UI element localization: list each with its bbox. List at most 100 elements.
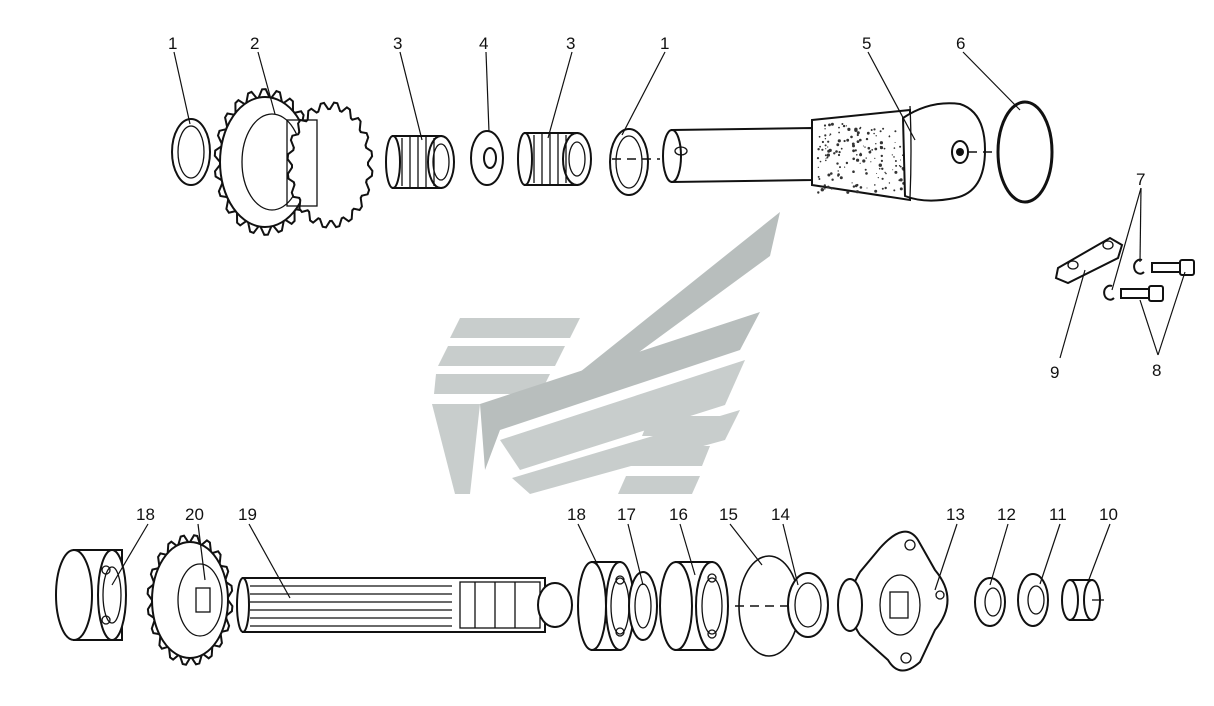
texture-speck: [836, 144, 839, 147]
texture-speck: [830, 172, 833, 175]
lock-plate-icon: [1054, 236, 1124, 285]
needle-bearing-icon: [385, 135, 455, 189]
washer-icon: [470, 130, 504, 186]
texture-speck: [830, 187, 833, 190]
texture-speck: [898, 165, 901, 167]
texture-speck: [824, 144, 827, 147]
texture-speck: [839, 176, 843, 180]
texture-speck: [871, 149, 874, 151]
callout-label: 10: [1099, 505, 1118, 524]
texture-speck: [847, 127, 851, 131]
callout-label: 19: [238, 505, 257, 524]
texture-speck: [859, 186, 863, 189]
texture-speck: [837, 153, 841, 157]
callout-label: 1: [168, 34, 177, 53]
texture-speck: [879, 141, 884, 145]
texture-speck: [856, 133, 859, 137]
texture-speck: [844, 166, 846, 168]
texture-speck: [854, 149, 857, 152]
callout-label: 16: [669, 505, 688, 524]
texture-speck: [823, 184, 826, 187]
texture-speck: [818, 135, 821, 138]
splined-shaft-icon: [236, 577, 573, 633]
texture-speck: [854, 184, 858, 188]
callout-label: 18: [136, 505, 155, 524]
callout-label: 15: [719, 505, 738, 524]
texture-speck: [820, 188, 824, 192]
texture-speck: [882, 127, 885, 130]
texture-speck: [857, 184, 859, 186]
texture-speck: [893, 147, 896, 149]
ball-bearing-icon: [55, 549, 127, 641]
texture-speck: [836, 150, 838, 152]
texture-speck: [888, 182, 891, 184]
texture-speck: [817, 166, 819, 168]
circlip-icon: [735, 555, 800, 657]
texture-speck: [854, 127, 858, 131]
texture-speck: [840, 147, 843, 150]
texture-speck: [817, 191, 820, 194]
texture-speck: [829, 133, 832, 136]
texture-speck: [837, 170, 839, 172]
ring-icon: [609, 128, 660, 196]
texture-speck: [856, 158, 860, 162]
o-ring-icon: [996, 100, 1054, 204]
callout-label: 6: [956, 34, 965, 53]
texture-speck: [884, 186, 887, 190]
texture-speck: [817, 175, 820, 178]
nut-icon: [974, 577, 1006, 627]
texture-speck: [862, 145, 864, 147]
texture-speck: [828, 123, 831, 127]
texture-speck: [894, 160, 897, 162]
callout-label: 3: [393, 34, 402, 53]
texture-speck: [837, 173, 840, 176]
texture-speck: [851, 182, 853, 184]
texture-speck: [823, 124, 827, 127]
gear-teeth: [286, 101, 374, 229]
texture-speck: [850, 135, 853, 139]
callout-label: 3: [566, 34, 575, 53]
texture-speck: [894, 130, 897, 133]
callout-label: 20: [185, 505, 204, 524]
texture-speck: [874, 157, 876, 159]
shaft-icon: [662, 102, 1050, 202]
callout-label: 1: [660, 34, 669, 53]
texture-speck: [859, 138, 862, 142]
texture-speck: [874, 147, 878, 151]
texture-speck: [842, 124, 846, 128]
texture-speck: [865, 137, 869, 141]
texture-speck: [827, 140, 830, 143]
callouts-bottom: 18 20 19 18 17 16 15 14 13 12 11 10: [136, 505, 1118, 524]
gear-icon: [213, 88, 374, 236]
texture-speck: [865, 157, 867, 159]
texture-speck: [852, 185, 856, 188]
texture-speck: [874, 189, 878, 193]
leader-lines: [111, 51, 1186, 599]
texture-speck: [874, 184, 876, 186]
texture-speck: [876, 173, 878, 174]
texture-speck: [881, 187, 884, 190]
bolt-icon: [1120, 259, 1195, 302]
texture-speck: [827, 185, 830, 189]
texture-speck: [894, 142, 896, 143]
texture-speck: [845, 125, 848, 127]
callouts-top: 1 2 3 4 3 1 5 6: [168, 34, 965, 53]
texture-speck: [852, 157, 855, 161]
texture-speck: [883, 147, 886, 150]
texture-speck: [831, 178, 834, 181]
ring-icon: [171, 118, 211, 186]
callout-label: 18: [567, 505, 586, 524]
texture-speck: [881, 177, 884, 180]
texture-speck: [895, 164, 898, 167]
callout-label: 13: [946, 505, 965, 524]
callout-label: 9: [1050, 363, 1059, 382]
texture-speck: [891, 154, 893, 156]
callout-label: 5: [862, 34, 871, 53]
texture-speck: [833, 152, 836, 155]
flange-icon: [837, 530, 949, 672]
texture-speck: [825, 158, 827, 160]
texture-speck: [846, 138, 850, 142]
callouts-right: 7 8 9: [1050, 170, 1161, 382]
texture-speck: [852, 144, 855, 148]
